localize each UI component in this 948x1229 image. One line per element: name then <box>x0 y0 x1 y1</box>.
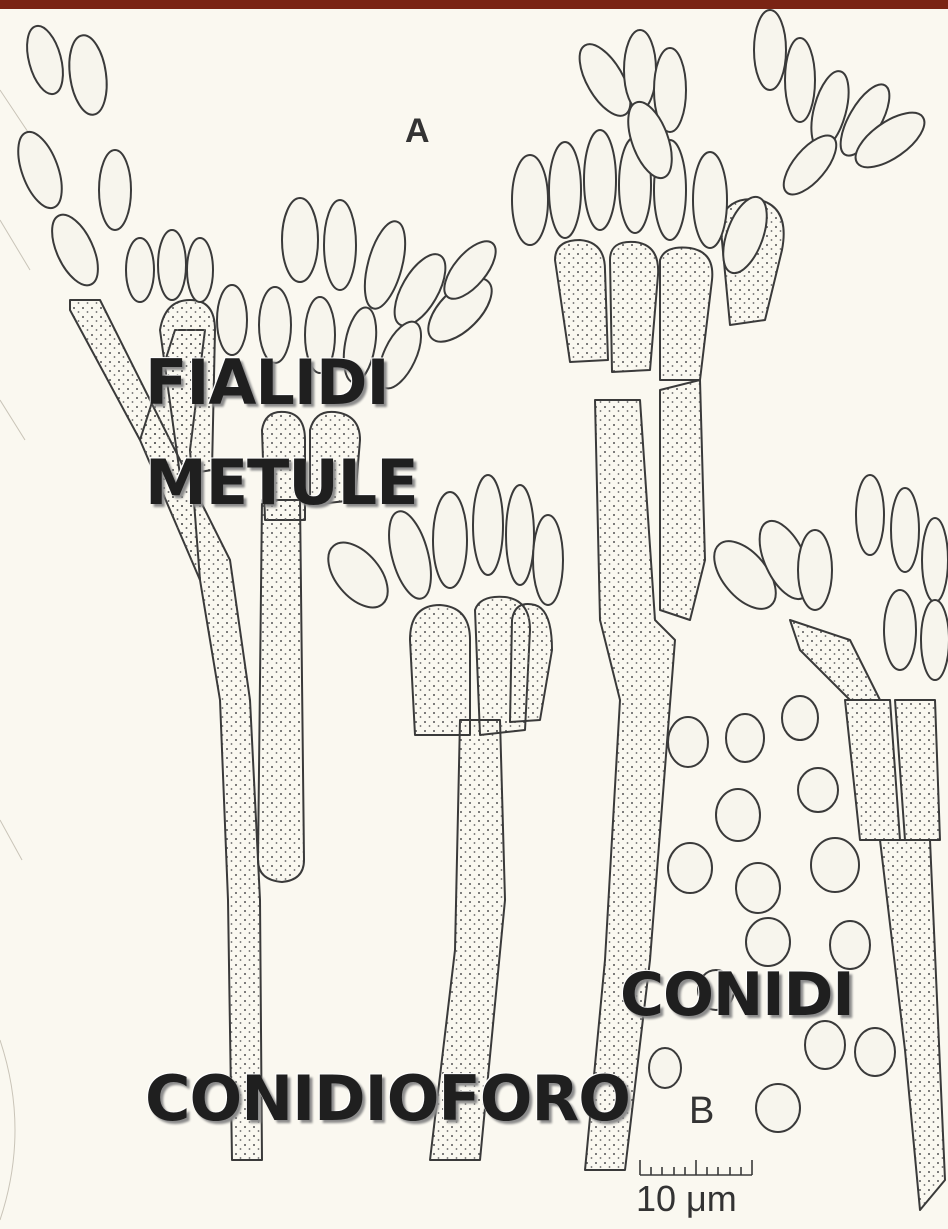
conidiophore-middle <box>317 475 563 1160</box>
panel-letter-b: B <box>689 1090 714 1133</box>
label-fialidi: FIALIDI <box>145 346 389 419</box>
scale-bar <box>640 1160 752 1175</box>
conidiophore-left <box>70 300 360 1160</box>
label-conidioforo: CONIDIOFORO <box>145 1062 630 1135</box>
panel-letter-a: A <box>405 112 430 151</box>
phialides-cluster-left <box>9 22 504 394</box>
scale-bar-label: 10 μm <box>636 1178 737 1220</box>
label-conidi: CONIDI <box>620 960 854 1030</box>
label-metule: METULE <box>145 446 418 519</box>
